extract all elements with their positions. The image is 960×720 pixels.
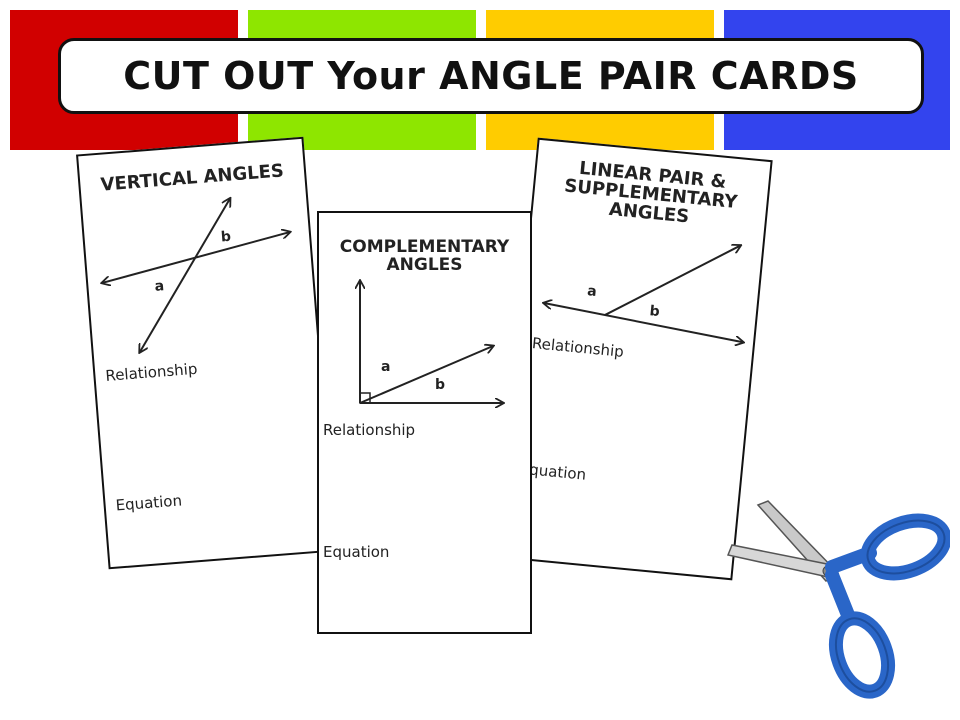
line-ray: [359, 346, 493, 404]
angle-label-b: b: [435, 377, 446, 393]
line-straight: [542, 303, 745, 342]
line-ray: [604, 233, 740, 316]
linear-pair-card: LINEAR PAIR & SUPPLEMENTARY ANGLES a b R…: [497, 137, 774, 583]
card-title-line: ANGLES: [386, 254, 463, 275]
angle-label-b: b: [220, 228, 232, 246]
card-title: COMPLEMENTARY ANGLES: [319, 237, 530, 275]
right-angle-marker: [359, 392, 371, 404]
title-banner: CUT OUT Your ANGLE PAIR CARDS: [58, 38, 924, 114]
relationship-label: Relationship: [323, 421, 416, 439]
vertical-angles-diagram: [78, 139, 338, 572]
angle-label-a: a: [154, 278, 165, 295]
angle-label-b: b: [648, 303, 661, 321]
equation-label: Equation: [323, 543, 390, 561]
line-diagonal: [128, 199, 241, 353]
angle-label-a: a: [586, 283, 598, 300]
vertical-angles-card: VERTICAL ANGLES a b Relationship Equatio…: [76, 136, 338, 572]
scissors-icon: [726, 500, 950, 699]
scissors-handle-lower: [825, 568, 896, 699]
scissors-handle-upper: [825, 513, 950, 581]
complementary-angles-diagram: [319, 213, 534, 636]
complementary-angles-card: COMPLEMENTARY ANGLES a b Relationship Eq…: [317, 211, 532, 634]
angle-label-a: a: [381, 359, 391, 375]
card-title-line: COMPLEMENTARY: [339, 237, 510, 257]
page-title: CUT OUT Your ANGLE PAIR CARDS: [123, 54, 859, 98]
linear-pair-diagram: [499, 140, 774, 583]
